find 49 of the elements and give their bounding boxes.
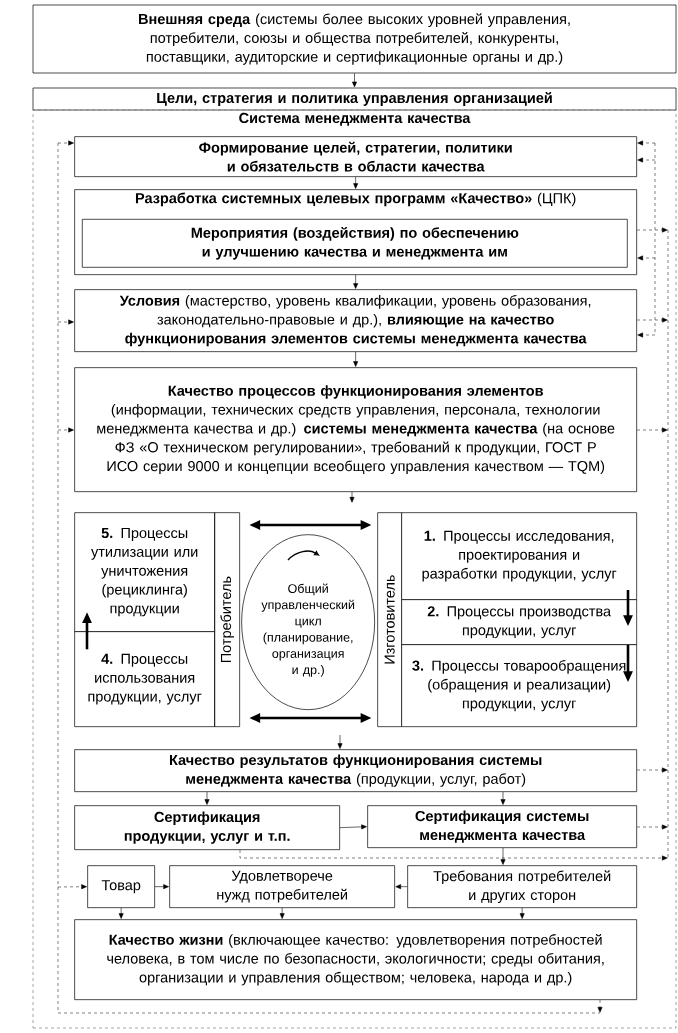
arrow: [597, 999, 603, 1013]
process-cell: 3. Процессы товарообращения (обращения и реализации) продукции, услуг: [401, 644, 637, 727]
process-cell: 5. Процессы утилизации или уничтожения (рециклинга) продукции: [74, 512, 215, 632]
arrow: [353, 176, 359, 189]
arrow: [637, 157, 656, 163]
arrow: [337, 734, 343, 749]
process-box: Сертификация системы менеджмента качества: [367, 805, 637, 848]
process-box: Качество процессов функционирования элементов (информации, технических средств управления, персонала, технологии менеджмента качества и др.) системы менеджмента качества (на основе ФЗ «О техническом регулировании», требований к продукции, ГОСТ Р ИСО серии 9000 и концепции всеобщего управления качеством — TQM): [74, 367, 637, 492]
arrow: [500, 847, 506, 865]
arrow: [57, 140, 74, 146]
arrow: [353, 274, 359, 289]
role-strip: Потребитель: [214, 512, 240, 727]
arrow: [500, 791, 506, 805]
arrow: [57, 319, 74, 325]
arrow: [279, 907, 285, 919]
arrow: [395, 884, 408, 890]
arrow: [118, 907, 124, 919]
arrow: [637, 140, 656, 146]
process-box: Товар: [87, 865, 155, 908]
arrow: [636, 227, 668, 233]
process-box: Формирование целей, стратегии, политики и обязательств в области качества: [74, 136, 637, 177]
arrow: [204, 791, 210, 805]
arrow: [636, 427, 668, 433]
process-box: Мероприятия (воздействия) по обеспечению и улучшению качества и менеджмента им: [81, 218, 628, 268]
arrow: [636, 317, 668, 323]
arrow: [239, 849, 668, 861]
arrow: [636, 767, 668, 773]
process-box: Удовлетворече нужд потребителей: [169, 865, 395, 908]
arrow: [154, 884, 169, 890]
arrow: [352, 73, 357, 88]
arrow: [636, 824, 668, 830]
process-cell: 1. Процессы исследования, проектирования и разработки продукции, услуг: [401, 512, 637, 600]
process-box: Сертификация продукции, услуг и т.п.: [74, 805, 340, 850]
arrow: [637, 332, 656, 338]
goals-box: Цели, стратегия и политика управления организацией: [32, 87, 677, 111]
arrow: [349, 491, 355, 503]
environment-box: Внешняя среда (системы более высоких уровней управления, потребители, союзы и общества потребителей, конкуренты, поставщики, аудиторские и сертификационные органы и др.): [32, 4, 677, 74]
process-box: Требования потребителей и других сторон: [407, 865, 637, 908]
arrow: [57, 427, 74, 433]
process-box: Качество жизни (включающее качество: удовлетворения потребностей человека, в том числе по безопасности, экологичности; среды обитания, организации и управления обществом; человека, народа и др.): [74, 919, 637, 1000]
process-cell: 2. Процессы производства продукции, услуг: [401, 599, 637, 645]
process-box: Условия (мастерство, уровень квалификации, уровень образования, законодательно-правовые и др.), влияющие на качество функционирования элементов системы менеджмента качества: [74, 289, 637, 352]
process-box: Качество результатов функционирования системы менеджмента качества (продукции, услуг, работ): [74, 749, 637, 792]
arrow: [519, 907, 525, 919]
process-cell: 4. Процессы использования продукции, услуг: [74, 631, 215, 727]
arrow: [339, 824, 367, 830]
arrow: [353, 351, 359, 367]
arrow: [57, 884, 87, 890]
arrow: [637, 255, 656, 261]
